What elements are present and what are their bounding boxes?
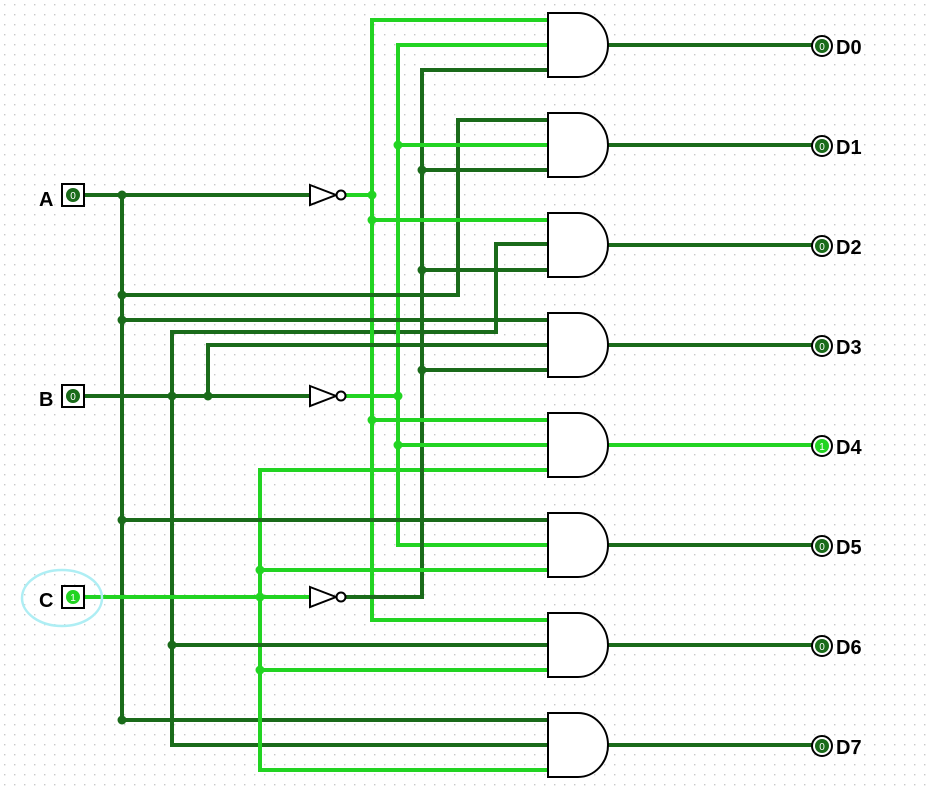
input-label-c: C xyxy=(39,590,53,612)
output-label-d4: D4 xyxy=(836,437,862,459)
output-pin-d6[interactable]: 0 D6 xyxy=(811,635,862,659)
wire-layer xyxy=(82,18,814,772)
pin-state-dot xyxy=(815,439,829,453)
wire-junction xyxy=(167,640,177,650)
pin-state-dot xyxy=(815,739,829,753)
output-value-d0: 0 xyxy=(819,42,825,53)
output-value-d6: 0 xyxy=(819,642,825,653)
output-label-d0: D0 xyxy=(836,37,862,59)
junction-layer xyxy=(117,140,427,725)
wire-junction xyxy=(117,315,127,325)
wire-junction xyxy=(417,265,427,275)
output-value-d2: 0 xyxy=(819,242,825,253)
wire-low xyxy=(206,343,550,398)
wire-junction xyxy=(255,665,265,675)
wire-junction xyxy=(117,515,127,525)
output-value-d3: 0 xyxy=(819,342,825,353)
wire-high xyxy=(346,18,550,197)
input-value-a: 0 xyxy=(70,191,76,202)
wire-junction xyxy=(117,290,127,300)
output-pin-d4[interactable]: 1 D4 xyxy=(811,435,862,459)
wire-junction xyxy=(255,565,265,575)
output-label-d5: D5 xyxy=(836,537,862,559)
pin-state-dot xyxy=(815,239,829,253)
wire-junction xyxy=(203,391,213,401)
wire-high xyxy=(258,468,550,599)
pin-state-dot xyxy=(66,590,80,604)
pin-state-dot xyxy=(815,639,829,653)
wire-low xyxy=(120,118,550,297)
output-label-d7: D7 xyxy=(836,737,862,759)
wire-junction xyxy=(367,215,377,225)
wire-junction xyxy=(255,592,265,602)
output-label-d1: D1 xyxy=(836,137,862,159)
and-gate-d3[interactable] xyxy=(547,312,609,378)
wire-junction xyxy=(393,440,403,450)
wire-junction xyxy=(367,190,377,200)
not-gate-c[interactable] xyxy=(309,585,339,609)
pin-state-dot xyxy=(66,389,80,403)
wire-junction xyxy=(117,715,127,725)
output-pin-d1[interactable]: 0 D1 xyxy=(811,135,862,159)
output-pin-d0[interactable]: 0 D0 xyxy=(811,35,862,59)
output-label-d3: D3 xyxy=(836,337,862,359)
and-gate-d5[interactable] xyxy=(547,512,609,578)
input-pin-c[interactable]: C 1 xyxy=(39,585,85,612)
pin-state-dot xyxy=(815,539,829,553)
wire-junction xyxy=(117,190,127,200)
wire-junction xyxy=(393,391,403,401)
input-value-c: 1 xyxy=(70,593,76,604)
pin-state-dot xyxy=(815,39,829,53)
and-gate-d1[interactable] xyxy=(547,112,609,178)
wire-junction xyxy=(367,415,377,425)
output-pin-d5[interactable]: 0 D5 xyxy=(811,535,862,559)
wire-junction xyxy=(417,365,427,375)
output-label-d2: D2 xyxy=(836,237,862,259)
output-value-d4: 1 xyxy=(819,442,825,453)
not-bubble xyxy=(335,390,347,402)
pin-state-dot xyxy=(815,139,829,153)
input-value-b: 0 xyxy=(70,392,76,403)
gate-layer xyxy=(309,12,609,778)
wire-high xyxy=(258,595,550,772)
and-gate-d2[interactable] xyxy=(547,212,609,278)
wire-junction xyxy=(167,391,177,401)
and-gate-d7[interactable] xyxy=(547,712,609,778)
and-gate-d0[interactable] xyxy=(547,12,609,78)
selection-ring xyxy=(20,568,104,628)
output-label-d6: D6 xyxy=(836,637,862,659)
output-value-d5: 0 xyxy=(819,542,825,553)
input-pin-a[interactable]: A 0 xyxy=(39,183,85,211)
not-gate-a[interactable] xyxy=(309,183,339,207)
not-bubble xyxy=(335,189,347,201)
wire-junction xyxy=(417,165,427,175)
input-label-a: A xyxy=(39,189,53,211)
wire-low xyxy=(346,68,550,599)
wire-high xyxy=(370,193,550,622)
and-gate-d4[interactable] xyxy=(547,412,609,478)
output-pin-d3[interactable]: 0 D3 xyxy=(811,335,862,359)
pin-state-dot xyxy=(815,339,829,353)
not-gate-b[interactable] xyxy=(309,384,339,408)
output-pin-d7[interactable]: 0 D7 xyxy=(811,735,862,759)
input-label-b: B xyxy=(39,389,53,411)
wire-low xyxy=(170,394,550,747)
input-pin-b[interactable]: B 0 xyxy=(39,384,85,411)
wire-junction xyxy=(393,140,403,150)
output-value-d1: 0 xyxy=(819,142,825,153)
and-gate-d6[interactable] xyxy=(547,612,609,678)
pin-state-dot xyxy=(66,188,80,202)
output-value-d7: 0 xyxy=(819,742,825,753)
wire-low xyxy=(170,242,550,398)
output-pin-d2[interactable]: 0 D2 xyxy=(811,235,862,259)
not-bubble xyxy=(335,591,347,603)
